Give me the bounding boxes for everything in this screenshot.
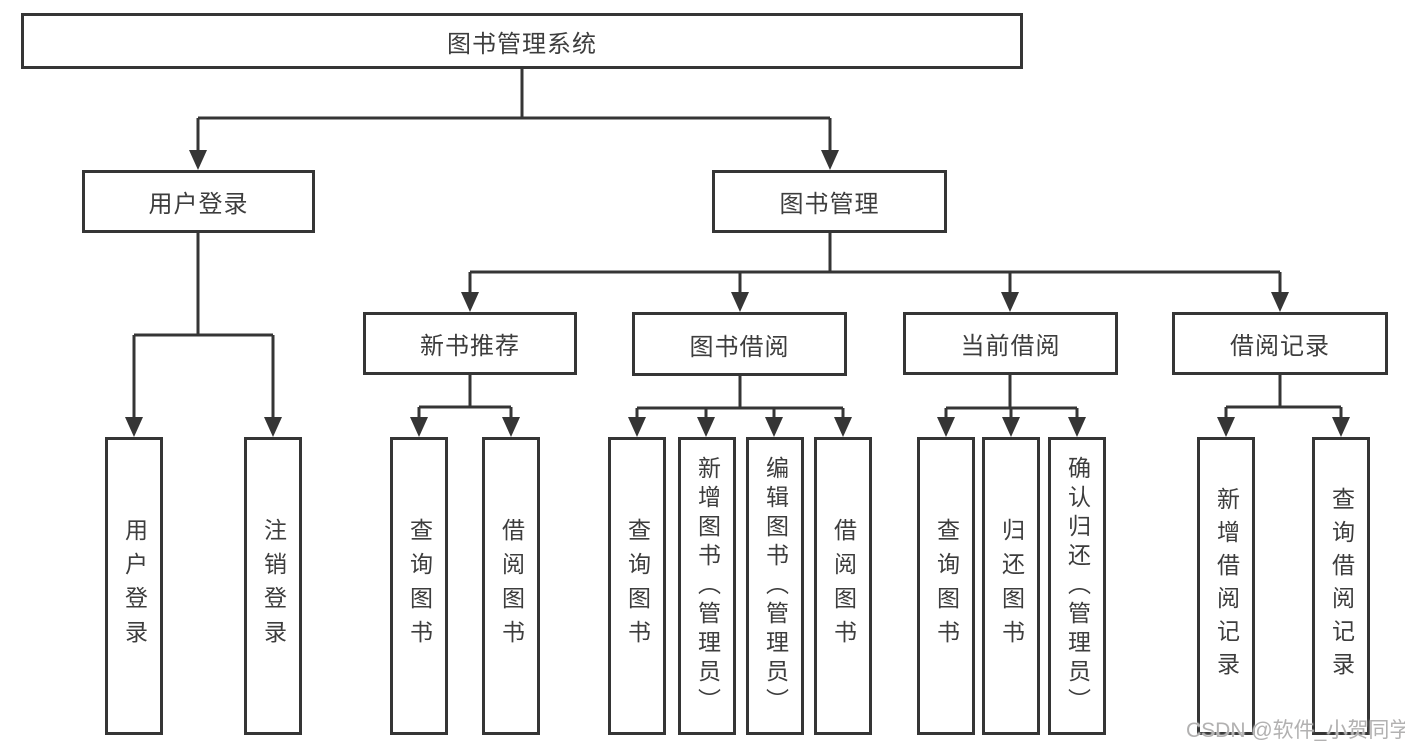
- leaf-query-books-borrow: 查询图书: [608, 437, 666, 735]
- connector-edges: [132, 69, 1343, 419]
- leaf-query-books-current-label: 查询图书: [933, 518, 960, 654]
- node-book-borrowing: 图书借阅: [632, 312, 847, 376]
- leaf-query-books-recommend: 查询图书: [390, 437, 448, 735]
- leaf-logout-label: 注销登录: [260, 518, 287, 654]
- node-new-book-recommend: 新书推荐: [363, 312, 577, 375]
- leaf-logout: 注销登录: [244, 437, 302, 735]
- leaf-query-borrow-record: 查询借阅记录: [1312, 437, 1370, 735]
- node-book-management: 图书管理: [712, 170, 947, 233]
- leaf-query-books-recommend-label: 查询图书: [406, 518, 433, 654]
- leaf-return-book-label: 归还图书: [998, 518, 1025, 654]
- leaf-user-login: 用户登录: [105, 437, 163, 735]
- csdn-watermark: CSDN @软件_小贺同学: [1186, 719, 1405, 742]
- connector-arrowheads: [125, 150, 1350, 437]
- leaf-query-books-current: 查询图书: [917, 437, 975, 735]
- leaf-borrow-books: 借阅图书: [814, 437, 872, 735]
- leaf-add-borrow-record: 新增借阅记录: [1197, 437, 1255, 735]
- leaf-borrow-books-label: 借阅图书: [830, 518, 857, 654]
- leaf-add-borrow-record-label: 新增借阅记录: [1213, 487, 1240, 685]
- node-current-borrowing: 当前借阅: [903, 312, 1118, 375]
- leaf-borrow-books-recommend-label: 借阅图书: [498, 518, 525, 654]
- leaf-query-borrow-record-label: 查询借阅记录: [1328, 487, 1355, 685]
- leaf-edit-book-admin: 编辑图书（管理员）: [746, 437, 804, 735]
- leaf-add-book-admin: 新增图书（管理员）: [678, 437, 736, 735]
- leaf-confirm-return-admin: 确认归还（管理员）: [1048, 437, 1106, 735]
- node-library-management-system: 图书管理系统: [21, 13, 1023, 69]
- leaf-user-login-label: 用户登录: [121, 518, 148, 654]
- node-user-login: 用户登录: [82, 170, 315, 233]
- leaf-return-book: 归还图书: [982, 437, 1040, 735]
- leaf-edit-book-admin-label: 编辑图书（管理员）: [762, 455, 789, 717]
- node-borrowing-records: 借阅记录: [1172, 312, 1388, 375]
- leaf-query-books-borrow-label: 查询图书: [624, 518, 651, 654]
- leaf-confirm-return-admin-label: 确认归还（管理员）: [1064, 455, 1091, 717]
- leaf-add-book-admin-label: 新增图书（管理员）: [694, 455, 721, 717]
- leaf-borrow-books-recommend: 借阅图书: [482, 437, 540, 735]
